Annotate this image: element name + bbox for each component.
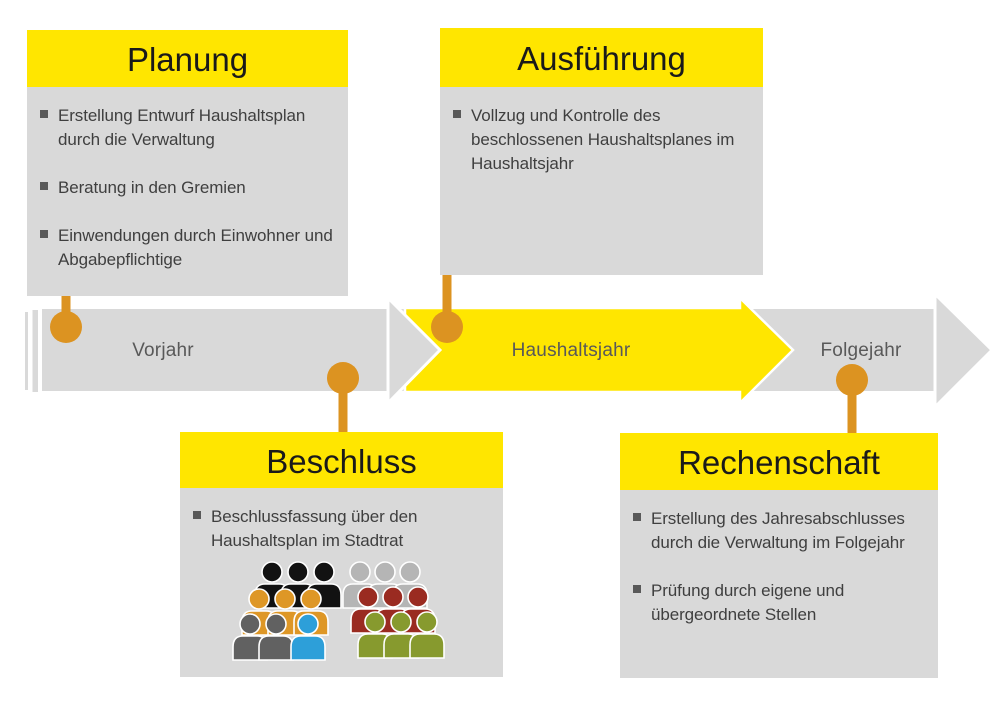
bullet-item: Beratung in den Gremien [40, 176, 334, 200]
timeline-echo-bar-icon [32, 310, 38, 392]
bullet-square-icon [40, 230, 48, 238]
bullet-text: Prüfung durch eigene und übergeordnete S… [651, 581, 845, 624]
phase-card-ausfuehrung: Ausführung Vollzug und Kontrolle des bes… [440, 28, 763, 275]
bullet-square-icon [40, 110, 48, 118]
phase-header-ausfuehrung: Ausführung [440, 28, 763, 87]
bullet-item: Erstellung Entwurf Haushaltsplan durch d… [40, 104, 334, 152]
bullet-square-icon [193, 511, 201, 519]
connector-dot-planung [50, 311, 82, 343]
phase-card-planung: Planung Erstellung Entwurf Haushaltsplan… [27, 30, 348, 296]
bullet-square-icon [633, 585, 641, 593]
phase-title-planung: Planung [126, 41, 249, 78]
bullet-text: Vollzug und Kontrolle des beschlossenen … [471, 106, 735, 173]
connector-dot-ausfuehrung [431, 311, 463, 343]
vorjahr-arrowhead-icon [386, 294, 443, 407]
phase-body-ausfuehrung: Vollzug und Kontrolle des beschlossenen … [440, 87, 763, 275]
bullet-text: Erstellung Entwurf Haushaltsplan durch d… [58, 106, 306, 149]
connector-dot-beschluss [327, 362, 359, 394]
phase-title-rechenschaft: Rechenschaft [678, 444, 880, 481]
phase-bullets-planung: Erstellung Entwurf Haushaltsplan durch d… [27, 87, 348, 272]
bullet-square-icon [633, 513, 641, 521]
bullet-text: Einwendungen durch Einwohner und Abgabep… [58, 226, 333, 269]
phase-header-beschluss: Beschluss [180, 432, 503, 488]
phase-title-beschluss: Beschluss [266, 442, 417, 480]
bullet-item: Erstellung des Jahresabschlusses durch d… [633, 507, 924, 555]
haushaltsjahr-arrow [403, 295, 795, 407]
phase-header-planung: Planung [27, 30, 348, 87]
bullet-square-icon [40, 182, 48, 190]
timeline-label-folgejahr: Folgejahr [820, 340, 902, 361]
bullet-text: Erstellung des Jahresabschlusses durch d… [651, 509, 905, 552]
bullet-item: Beschlussfassung über den Haushaltsplan … [193, 505, 489, 553]
bullet-item: Vollzug und Kontrolle des beschlossenen … [453, 104, 749, 176]
bullet-text: Beratung in den Gremien [58, 178, 246, 197]
phase-body-beschluss: Beschlussfassung über den Haushaltsplan … [180, 488, 503, 677]
phase-bullets-ausfuehrung: Vollzug und Kontrolle des beschlossenen … [440, 87, 763, 176]
bullet-item: Prüfung durch eigene und übergeordnete S… [633, 579, 924, 627]
timeline-label-haushaltsjahr: Haushaltsjahr [511, 340, 631, 361]
timeline-echo-bar-icon [25, 312, 28, 390]
timeline-end-arrowhead-icon [933, 290, 995, 411]
connector-dot-rechenschaft [836, 364, 868, 396]
timeline-label-vorjahr: Vorjahr [132, 340, 194, 361]
bullet-text: Beschlussfassung über den Haushaltsplan … [211, 507, 418, 550]
phase-title-ausfuehrung: Ausführung [517, 40, 686, 77]
phase-body-rechenschaft: Erstellung des Jahresabschlusses durch d… [620, 490, 938, 678]
bullet-square-icon [453, 110, 461, 118]
phase-bullets-beschluss: Beschlussfassung über den Haushaltsplan … [180, 488, 503, 553]
phase-card-beschluss: Beschluss Beschlussfassung über den Haus… [180, 432, 503, 677]
phase-header-rechenschaft: Rechenschaft [620, 433, 938, 490]
phase-bullets-rechenschaft: Erstellung des Jahresabschlusses durch d… [620, 490, 938, 627]
phase-body-planung: Erstellung Entwurf Haushaltsplan durch d… [27, 87, 348, 296]
phase-card-rechenschaft: Rechenschaft Erstellung des Jahresabschl… [620, 433, 938, 678]
bullet-item: Einwendungen durch Einwohner und Abgabep… [40, 224, 334, 272]
